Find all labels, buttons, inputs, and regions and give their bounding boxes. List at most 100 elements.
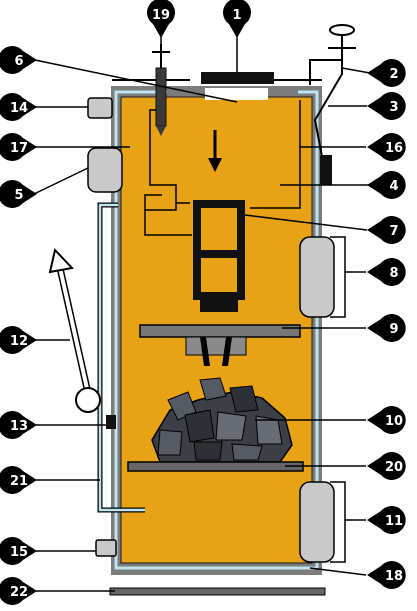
callout-10: 10 (367, 405, 406, 434)
callout-21: 21 (0, 466, 37, 494)
callout-3: 3 (367, 92, 406, 120)
callout-pin (367, 561, 406, 589)
sensor-wire (144, 109, 177, 211)
outlet-nozzle-14 (87, 97, 113, 119)
draft-damper (320, 155, 332, 185)
coal-lump (157, 429, 183, 456)
callout-1: 1 (223, 0, 251, 38)
callout-label: 2 (389, 67, 398, 82)
callout-label: 11 (385, 514, 403, 529)
callout-20: 20 (367, 452, 406, 481)
coal-lump (199, 377, 227, 401)
door-5 (87, 147, 123, 193)
leader (34, 59, 238, 103)
secondary-air-frame-inner-top (201, 208, 237, 250)
draft-chain (309, 59, 343, 173)
thermostat-rod-tip (156, 126, 166, 136)
callout-label: 22 (10, 585, 28, 600)
callout-pin (0, 411, 37, 439)
callout-label: 13 (10, 419, 28, 434)
callout-pin (147, 0, 175, 38)
callout-pin (367, 171, 406, 200)
leader (341, 67, 371, 74)
callout-pin (0, 466, 37, 494)
thermostat-rod (155, 67, 167, 127)
callout-pin (367, 133, 406, 161)
callout-14: 14 (0, 93, 37, 121)
upper-plate (139, 324, 301, 338)
callout-label: 17 (10, 141, 28, 156)
callout-label: 7 (389, 224, 398, 239)
coal-lump (229, 385, 259, 413)
callout-12: 12 (0, 326, 37, 354)
callout-16: 16 (367, 133, 406, 161)
callout-pin (0, 326, 37, 354)
callout-label: 6 (14, 54, 23, 69)
door-11 (299, 481, 335, 563)
callout-2: 2 (367, 59, 406, 87)
top-opening (205, 88, 268, 100)
callout-label: 3 (389, 100, 398, 115)
callout-label: 14 (10, 101, 28, 116)
top-cover-plate (201, 72, 274, 84)
top-lid-right (268, 86, 298, 94)
coal-lump (193, 441, 223, 461)
callout-5: 5 (0, 180, 37, 208)
callout-label: 4 (389, 179, 398, 194)
callout-label: 9 (389, 322, 398, 337)
coal-lump (167, 391, 197, 421)
coal-lump (184, 409, 215, 443)
leader (244, 214, 368, 231)
callout-label: 10 (385, 414, 403, 429)
callout-pin (367, 258, 406, 287)
callout-19: 19 (147, 0, 175, 38)
callout-label: 15 (10, 545, 28, 560)
secondary-air-frame-inner-bottom (201, 258, 237, 292)
callout-18: 18 (367, 561, 406, 589)
door-11-handle (330, 481, 346, 563)
coal-lump (231, 443, 263, 461)
top-lid-left (167, 86, 205, 94)
airflow-arrow-head (208, 158, 222, 172)
indicator-shaft-inner (58, 267, 90, 394)
callout-pin (0, 537, 37, 565)
coal-lump (215, 411, 247, 441)
coal-lump (255, 415, 283, 445)
callout-pin (367, 405, 406, 434)
indicator-bulb (75, 387, 101, 413)
callout-15: 15 (0, 537, 37, 565)
callout-pin (0, 46, 37, 74)
callout-pin (223, 0, 251, 38)
sensor-13 (106, 415, 116, 429)
callout-pin (367, 506, 406, 535)
callout-pin (0, 180, 37, 208)
callout-pin (367, 216, 406, 245)
callout-pin (0, 577, 37, 605)
callout-22: 22 (0, 577, 37, 605)
callout-pin (0, 133, 37, 161)
callout-label: 12 (10, 334, 28, 349)
callout-label: 18 (385, 569, 403, 584)
callout-label: 1 (232, 8, 241, 23)
drain-nozzle-15 (95, 539, 117, 557)
callout-label: 8 (389, 266, 398, 281)
internal-lines-right (250, 100, 301, 209)
nozzle-block (185, 336, 247, 356)
grate (127, 461, 304, 472)
nozzle-right (222, 337, 232, 366)
callout-8: 8 (367, 258, 406, 287)
callout-pin (367, 314, 406, 342)
callout-label: 5 (14, 188, 23, 203)
callout-pin (0, 93, 37, 121)
secondary-air-tube (200, 300, 238, 312)
base-plate (109, 587, 326, 596)
nozzle-left (200, 337, 210, 366)
callout-pin (367, 452, 406, 481)
leader-lines (33, 34, 371, 592)
draft-regulator-knob (329, 24, 355, 36)
callout-label: 20 (385, 460, 403, 475)
callout-9: 9 (367, 314, 406, 342)
internal-lines-left (144, 210, 192, 236)
callout-label: 16 (385, 141, 403, 156)
